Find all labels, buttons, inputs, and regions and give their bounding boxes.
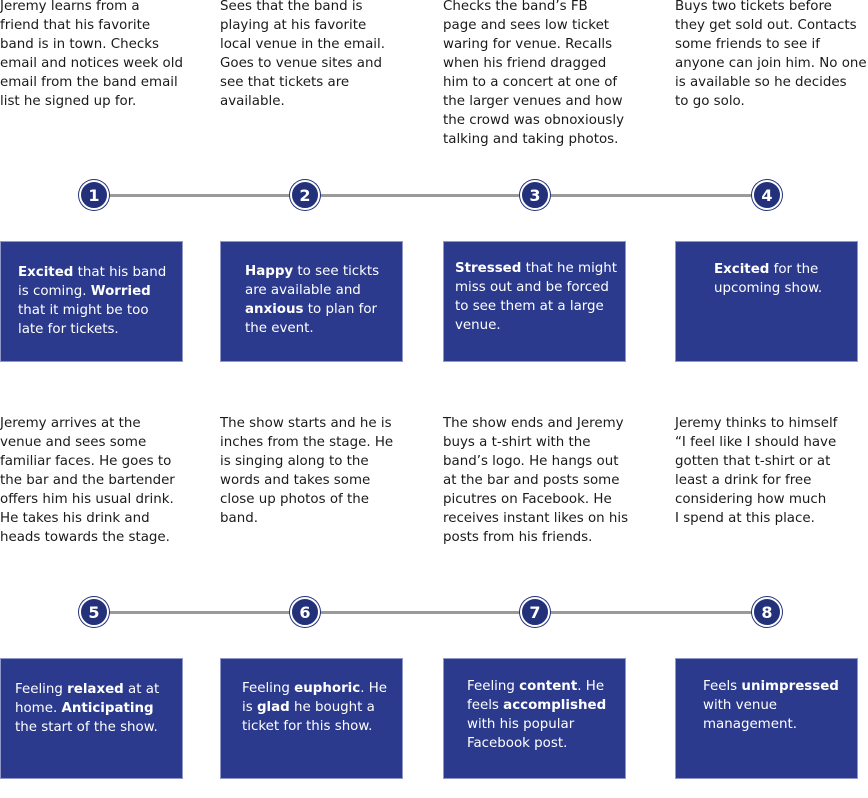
emotion-text: Excited that his band is coming. Worried… [18,263,170,339]
emotion-fragment: that it might be too late for tickets. [18,303,149,337]
emotion-keyword: Worried [90,284,151,299]
emotion-keyword: euphoric [294,681,361,696]
emotion-box: Stressed that he might miss out and be f… [443,241,626,362]
emotion-keyword: unimpressed [741,679,839,694]
timeline-connector [94,194,767,197]
step-narrative: Checks the band’s FB page and sees low t… [443,0,625,147]
emotion-box: Feeling relaxed at at home. Anticipating… [0,658,183,779]
emotion-fragment: Feeling [242,681,295,696]
emotion-text: Stressed that he might miss out and be f… [455,259,621,335]
emotion-text: Happy to see tickts are available and an… [245,262,390,338]
emotion-fragment: Feeling [467,679,520,694]
emotion-text: Feeling relaxed at at home. Anticipating… [15,680,175,737]
emotion-box: Excited that his band is coming. Worried… [0,241,183,362]
emotion-keyword: anxious [245,302,304,317]
emotion-fragment: . He is [242,681,388,715]
emotion-fragment: for the upcoming show. [714,262,823,296]
emotion-fragment: . He feels [467,679,605,713]
emotion-fragment: with venue management. [703,698,797,732]
step-narrative: Sees that the band is playing at his fav… [220,0,385,109]
step-number-badge: 2 [290,180,320,210]
emotion-fragment: to see tickts are available and [245,264,380,298]
emotion-keyword: Stressed [455,261,522,276]
step-narrative: Jeremy learns from a friend that his fav… [0,0,183,109]
emotion-fragment: Feeling [15,682,68,697]
emotion-text: Feeling content. He feels accomplished w… [467,677,612,753]
step-number-badge: 3 [520,180,550,210]
emotion-fragment: Feels [703,679,742,694]
emotion-box: Feeling euphoric. He is glad he bought a… [220,658,403,779]
emotion-fragment: with his popular Facebook post. [467,717,575,751]
step-narrative: Buys two tickets before they get sold ou… [675,0,867,109]
emotion-fragment: that his band is coming. [18,265,167,299]
emotion-text: Feeling euphoric. He is glad he bought a… [242,679,392,736]
emotion-fragment: at at home. [15,682,160,716]
step-number-badge: 8 [752,597,782,627]
timeline-connector [94,611,767,614]
emotion-keyword: glad [256,700,290,715]
emotion-keyword: accomplished [503,698,607,713]
step-number-badge: 7 [520,597,550,627]
step-narrative: The show starts and he is inches from th… [220,416,394,526]
step-number-badge: 5 [79,597,109,627]
emotion-box: Happy to see tickts are available and an… [220,241,403,362]
step-narrative: Jeremy thinks to himself “I feel like I … [675,416,838,526]
step-number-badge: 1 [79,180,109,210]
emotion-keyword: Happy [245,264,294,279]
step-narrative: The show ends and Jeremy buys a t-shirt … [443,416,629,545]
emotion-keyword: Anticipating [61,701,154,716]
emotion-fragment: that he might miss out and be forced to … [455,261,618,333]
emotion-keyword: relaxed [67,682,124,697]
emotion-keyword: content [519,679,578,694]
emotion-box: Feeling content. He feels accomplished w… [443,658,626,779]
emotion-keyword: Excited [714,262,770,277]
emotion-keyword: Excited [18,265,74,280]
emotion-fragment: to plan for the event. [245,302,378,336]
emotion-fragment: he bought a ticket for this show. [242,700,375,734]
emotion-text: Excited for the upcoming show. [714,260,844,298]
step-number-badge: 6 [290,597,320,627]
step-narrative: Jeremy arrives at the venue and sees som… [0,416,175,545]
emotion-text: Feels unimpressed with venue management. [703,677,848,734]
step-number-badge: 4 [752,180,782,210]
emotion-fragment: the start of the show. [15,720,158,735]
emotion-box: Feels unimpressed with venue management. [675,658,858,779]
emotion-box: Excited for the upcoming show. [675,241,858,362]
